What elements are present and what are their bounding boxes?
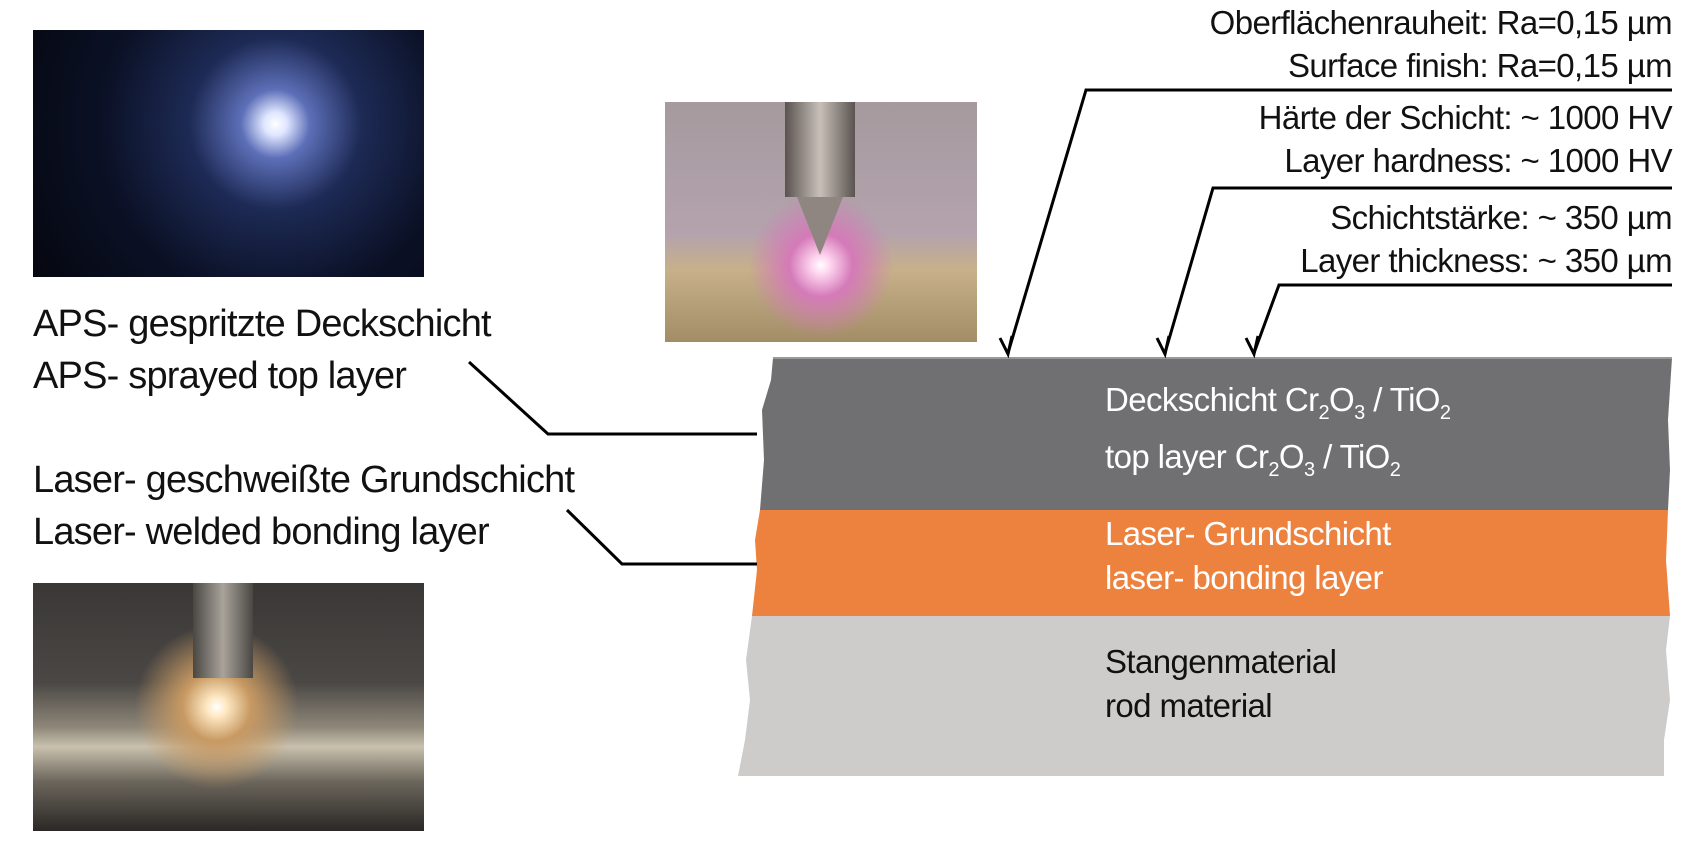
spec-thickness: Schichtstärke: ~ 350 µm Layer thickness:… — [1300, 196, 1672, 282]
aps-label-de: APS- gespritzte Deckschicht — [33, 303, 492, 345]
leader-aps — [467, 360, 757, 436]
sub-3: 3 — [1354, 402, 1365, 424]
layer-rod — [738, 616, 1670, 776]
spec-hardness-en: Layer hardness: ~ 1000 HV — [1284, 142, 1672, 179]
spec-hardness: Härte der Schicht: ~ 1000 HV Layer hardn… — [1258, 96, 1673, 182]
leader-surface — [1006, 88, 1672, 354]
sub-3: 3 — [1303, 459, 1315, 481]
aps-spraying-photo — [33, 30, 424, 277]
laser-nozzle — [785, 102, 855, 197]
laser-label: Laser- geschweißte Grundschicht Laser- w… — [33, 454, 575, 558]
sub-2: 2 — [1439, 402, 1451, 424]
laser-welding-photo — [33, 583, 424, 831]
aps-label-en: APS- sprayed top layer — [33, 355, 407, 397]
leader-laser — [565, 508, 757, 566]
spec-thickness-de: Schichtstärke: ~ 350 µm — [1330, 199, 1672, 236]
arrow-thickness-icon — [1244, 335, 1260, 359]
sub-2: 2 — [1268, 459, 1279, 481]
spec-surface-en: Surface finish: Ra=0,15 µm — [1287, 47, 1673, 84]
arrow-hardness-icon — [1155, 335, 1171, 359]
bonding-layer-de: Laser- Grundschicht — [1105, 515, 1391, 552]
bonding-layer-label: Laser- Grundschicht laser- bonding layer — [1105, 512, 1391, 600]
laser-label-en: Laser- welded bonding layer — [33, 511, 490, 553]
laser-label-de: Laser- geschweißte Grundschicht — [33, 459, 575, 501]
sub-2: 2 — [1318, 402, 1330, 424]
rod-layer-label: Stangenmaterial rod material — [1105, 640, 1337, 728]
layer-bonding — [752, 510, 1670, 616]
spec-surface: Oberflächenrauheit: Ra=0,15 µm Surface f… — [1209, 1, 1673, 87]
oxygen: O — [1329, 381, 1355, 418]
spec-surface-de: Oberflächenrauheit: Ra=0,15 µm — [1209, 4, 1673, 41]
bonding-layer-en: laser- bonding layer — [1105, 559, 1383, 596]
rod-layer-en: rod material — [1105, 687, 1273, 724]
tio-text: / TiO — [1314, 438, 1390, 475]
rod-layer-de: Stangenmaterial — [1105, 643, 1337, 680]
leader-thickness — [1252, 283, 1672, 354]
top-layer-de: Deckschicht Cr2O3 / TiO2 — [1105, 378, 1451, 435]
oxygen: O — [1278, 438, 1305, 475]
top-layer-de-text: Deckschicht Cr — [1105, 381, 1319, 418]
welding-nozzle — [193, 583, 253, 678]
aps-label: APS- gespritzte Deckschicht APS- sprayed… — [33, 298, 492, 402]
spec-hardness-de: Härte der Schicht: ~ 1000 HV — [1258, 99, 1673, 136]
sub-2: 2 — [1389, 459, 1401, 481]
laser-head-photo — [665, 102, 977, 342]
leader-lines — [467, 88, 1672, 566]
layer-top — [760, 358, 1672, 510]
top-layer-label: Deckschicht Cr2O3 / TiO2 top layer Cr2O3… — [1105, 378, 1451, 492]
top-layer-en-text: top layer Cr — [1105, 438, 1269, 475]
spec-thickness-en: Layer thickness: ~ 350 µm — [1300, 242, 1672, 279]
top-layer-en: top layer Cr2O3 / TiO2 — [1105, 435, 1450, 492]
leader-hardness — [1163, 186, 1672, 354]
laser-cone — [797, 197, 843, 255]
arrow-surface-icon — [998, 335, 1014, 359]
tio-text: / TiO — [1364, 381, 1440, 418]
